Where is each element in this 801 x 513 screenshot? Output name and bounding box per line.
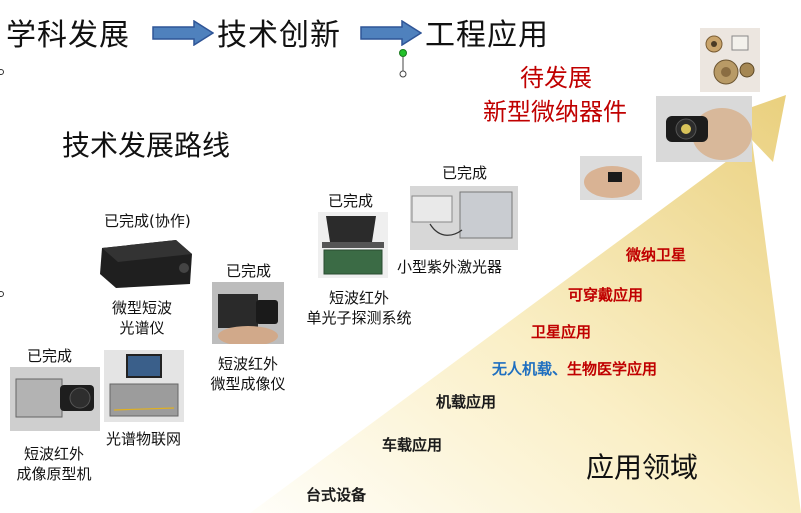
edge-handle-dot [0,69,4,75]
photon-detector-status: 已完成 [328,192,374,210]
wedge-shape [250,95,801,513]
spectrometer-name-line1: 微型短波 [111,299,172,317]
micro-imager-name: 短波红外 微型成像仪 [202,354,294,394]
flow-step-discipline: 学科发展 [6,18,130,53]
app-micro-satellite: 微纳卫星 [626,246,687,264]
iot-photo [104,350,184,422]
application-field-title: 应用领域 [586,451,699,484]
micro-components-photo [700,28,760,92]
iot-name: 光谱物联网 [106,430,182,448]
photon-detector-name-line2: 单光子探测系统 [306,309,412,327]
app-satellite: 卫星应用 [531,323,592,341]
prototype-status: 已完成 [27,347,73,365]
app-separator: 、 [552,360,568,378]
flow-step-engineering: 工程应用 [425,18,549,53]
flow-step-innovation: 技术创新 [217,18,341,53]
app-biomedical: 生物医学应用 [567,360,658,378]
future-devices-label: 新型微纳器件 [483,98,627,126]
edge-handle-dot [0,291,4,297]
app-uav-biomedical: 无人机载、生物医学应用 [492,358,657,379]
photon-detector-name: 短波红外 单光子探测系统 [290,288,428,328]
micro-imager-name-line1: 短波红外 [217,355,278,373]
prototype-name: 短波红外 成像原型机 [6,444,102,484]
spectrometer-name-line2: 光谱仪 [119,319,165,337]
prototype-name-line1: 短波红外 [23,445,84,463]
app-airborne: 机载应用 [436,393,497,411]
micro-imager-status: 已完成 [226,262,272,280]
spectrometer-status: 已完成(协作) [104,212,191,230]
spectrometer-name: 微型短波 光谱仪 [100,298,184,338]
photon-detector-name-line1: 短波红外 [328,289,389,307]
app-vehicle: 车载应用 [382,436,443,454]
flow-arrow-2-icon [360,20,422,46]
prototype-name-line2: 成像原型机 [16,465,92,483]
connector-handle [399,49,407,78]
app-wearable: 可穿戴应用 [568,286,644,304]
hand-module-photo [656,96,752,162]
micro-imager-name-line2: 微型成像仪 [210,375,286,393]
spectrometer-photo [96,234,196,290]
uv-laser-name: 小型紫外激光器 [397,258,503,276]
photon-detector-photo [318,212,388,278]
uv-laser-status: 已完成 [442,164,488,182]
palm-chip-photo [580,156,642,200]
flow-arrow-1-icon [152,20,214,46]
future-label: 待发展 [520,64,592,92]
micro-imager-photo [212,282,284,344]
prototype-photo [10,367,100,431]
app-uav: 无人机载 [492,360,553,378]
app-desktop: 台式设备 [306,486,367,504]
roadmap-title: 技术发展路线 [62,129,231,162]
uv-laser-photo [410,186,518,250]
